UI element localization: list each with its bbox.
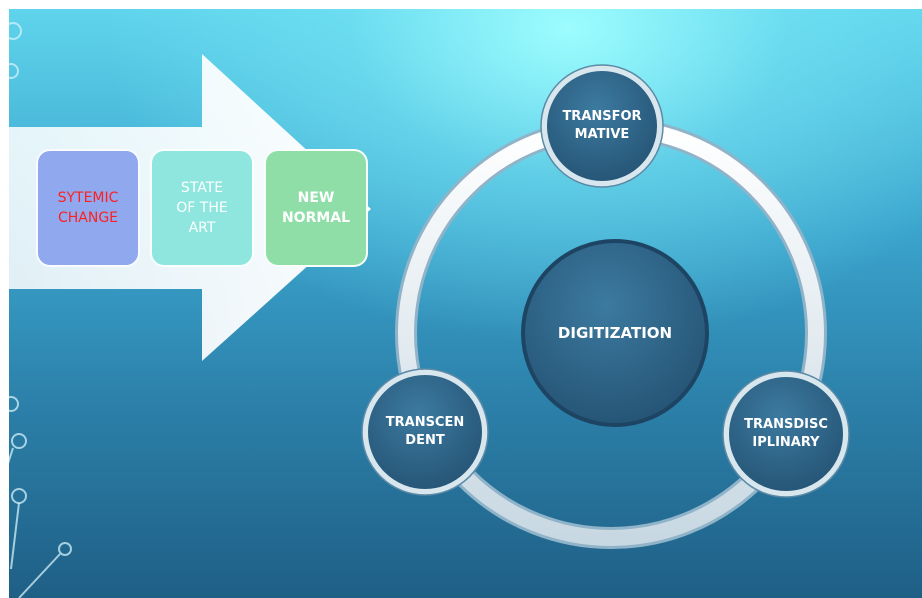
slide: SYTEMIC CHANGE STATE OF THE ART NEW NORM… (9, 9, 922, 598)
circuit-node-icon (11, 433, 27, 449)
circuit-trace (9, 447, 14, 464)
cycle-diagram (361, 64, 850, 549)
process-step-new-normal: NEW NORMAL (264, 149, 368, 267)
circuit-node-icon (58, 542, 72, 556)
process-step-systemic-change: SYTEMIC CHANGE (36, 149, 140, 267)
node-label-transdisciplinary: TRANSDISC IPLINARY (744, 417, 828, 450)
circuit-node-icon (9, 396, 19, 412)
node-transdisciplinary (723, 371, 849, 497)
process-step-state-of-the-art: STATE OF THE ART (150, 149, 254, 267)
node-label-transcendent: TRANSCEN DENT (385, 415, 465, 448)
circuit-trace (10, 502, 20, 570)
circuit-trace (18, 553, 61, 598)
node-label-transformative: TRANSFOR MATIVE (562, 109, 642, 142)
circuit-node-icon (9, 22, 22, 40)
circuit-node-icon (9, 63, 19, 79)
node-transcendent (362, 369, 488, 495)
center-node (521, 239, 709, 427)
circuit-decoration (9, 22, 72, 598)
node-transformative (541, 65, 663, 187)
center-label: DIGITIZATION (557, 324, 673, 342)
